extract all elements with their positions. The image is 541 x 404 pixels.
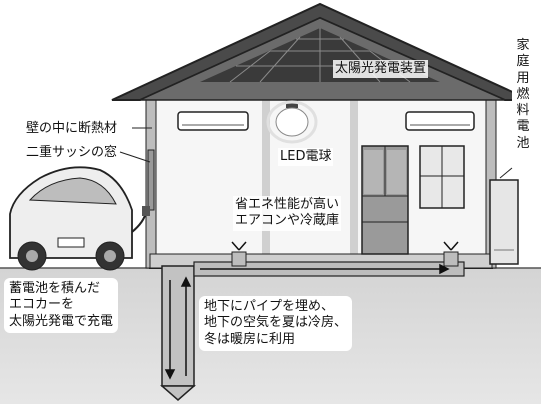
window [419, 145, 465, 209]
fuel-cell-label: 家 庭 用 燃 料 電 池 [512, 36, 534, 154]
double-sash-label: 二重サッシの窓 [24, 144, 120, 163]
air-conditioner-icon [405, 111, 475, 131]
eco-car-icon [9, 166, 150, 271]
air-conditioner-icon [177, 111, 249, 131]
fuel-cell-unit-icon [489, 179, 519, 265]
airflow-arrow-icon [164, 241, 459, 380]
led-label: LED電球 [278, 148, 334, 167]
insulation-label: 壁の中に断熱材 [24, 120, 120, 139]
solar-panel-label: 太陽光発電装置 [333, 60, 429, 79]
refrigerator-icon [361, 145, 409, 255]
led-bulb-icon [266, 100, 318, 144]
ecocar-label: 蓄電池を積んだ エコカーを 太陽光発電で充電 [4, 278, 119, 333]
double-sash-window [147, 149, 155, 211]
appliances-label: 省エネ性能が高い エアコンや冷蔵庫 [233, 196, 342, 231]
underground-label: 地下にパイプを埋め、 地下の空気を夏は冷房、 冬は暖房に利用 [199, 296, 353, 351]
